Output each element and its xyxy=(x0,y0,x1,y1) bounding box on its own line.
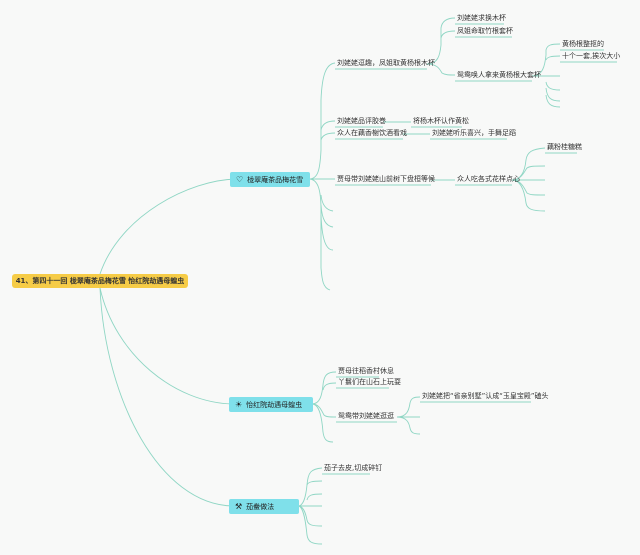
node-b1-1[interactable]: 刘姥姥逗趣，凤姐取黄杨根木杯 xyxy=(337,59,435,67)
node-b1-2-1[interactable]: 将杨木杯认作黄松 xyxy=(413,117,469,125)
node-b1-2[interactable]: 刘姥姥品评胶巻 xyxy=(337,117,386,125)
node-b2-3[interactable]: 鸳鸯带刘姥姥逛逛 xyxy=(338,412,394,420)
branch-2-topic[interactable]: ☀ 怡红院劫遇母蝗虫 xyxy=(229,397,313,412)
node-b2-3-1[interactable]: 刘姥姥把“省亲别墅”认成“玉皇宝殿”磕头 xyxy=(422,392,549,400)
node-b3-1[interactable]: 茄子去皮,切成碎钉 xyxy=(324,464,383,472)
node-b1-1-3-2[interactable]: 十个一套,挨次大小 xyxy=(562,52,621,60)
node-b1-4-1[interactable]: 众人吃各式花样点心 xyxy=(457,175,520,183)
node-b1-1-2[interactable]: 凤姐命取竹根套杯 xyxy=(457,27,513,35)
heart-icon: ♡ xyxy=(236,175,244,184)
connector-root-b1 xyxy=(99,178,237,275)
branch-2-label: 怡红院劫遇母蝗虫 xyxy=(246,400,303,409)
node-b1-4[interactable]: 贾母带刘姥姥山前树下盘桓等候 xyxy=(337,175,435,183)
root-topic[interactable]: 41、第四十一回 栊翠庵茶品梅花雪 怡红院劫遇母蝗虫 xyxy=(12,274,188,288)
connector-root-b3 xyxy=(99,287,234,507)
node-b2-1[interactable]: 贾母往稻香村休息 xyxy=(338,367,394,375)
node-b1-1-3-1[interactable]: 黄杨根整抠的 xyxy=(562,40,604,48)
connector-root-b2 xyxy=(99,287,234,405)
tools-icon: ⚒ xyxy=(235,502,243,511)
branch-3-label: 茄鲞做法 xyxy=(246,502,275,511)
node-b1-4-1-1[interactable]: 藕粉桂糖糕 xyxy=(547,143,582,151)
lightbulb-icon: ☀ xyxy=(235,400,243,409)
branch-3-topic[interactable]: ⚒ 茄鲞做法 xyxy=(229,499,299,514)
node-b1-1-1[interactable]: 刘姥姥求换木杯 xyxy=(457,14,506,22)
branch-1-label: 栊翠庵茶品梅花雪 xyxy=(247,175,304,184)
node-b1-3[interactable]: 众人在藕香榭饮酒看戏 xyxy=(337,129,407,137)
node-b2-2[interactable]: 丫鬟们在山石上玩耍 xyxy=(338,378,401,386)
node-b1-1-3[interactable]: 鸳鸯唤人拿来黄杨根大套杯 xyxy=(457,71,541,79)
branch-1-topic[interactable]: ♡ 栊翠庵茶品梅花雪 xyxy=(230,172,310,187)
node-b1-3-1[interactable]: 刘姥姥听乐喜兴，手舞足蹈 xyxy=(432,129,516,137)
